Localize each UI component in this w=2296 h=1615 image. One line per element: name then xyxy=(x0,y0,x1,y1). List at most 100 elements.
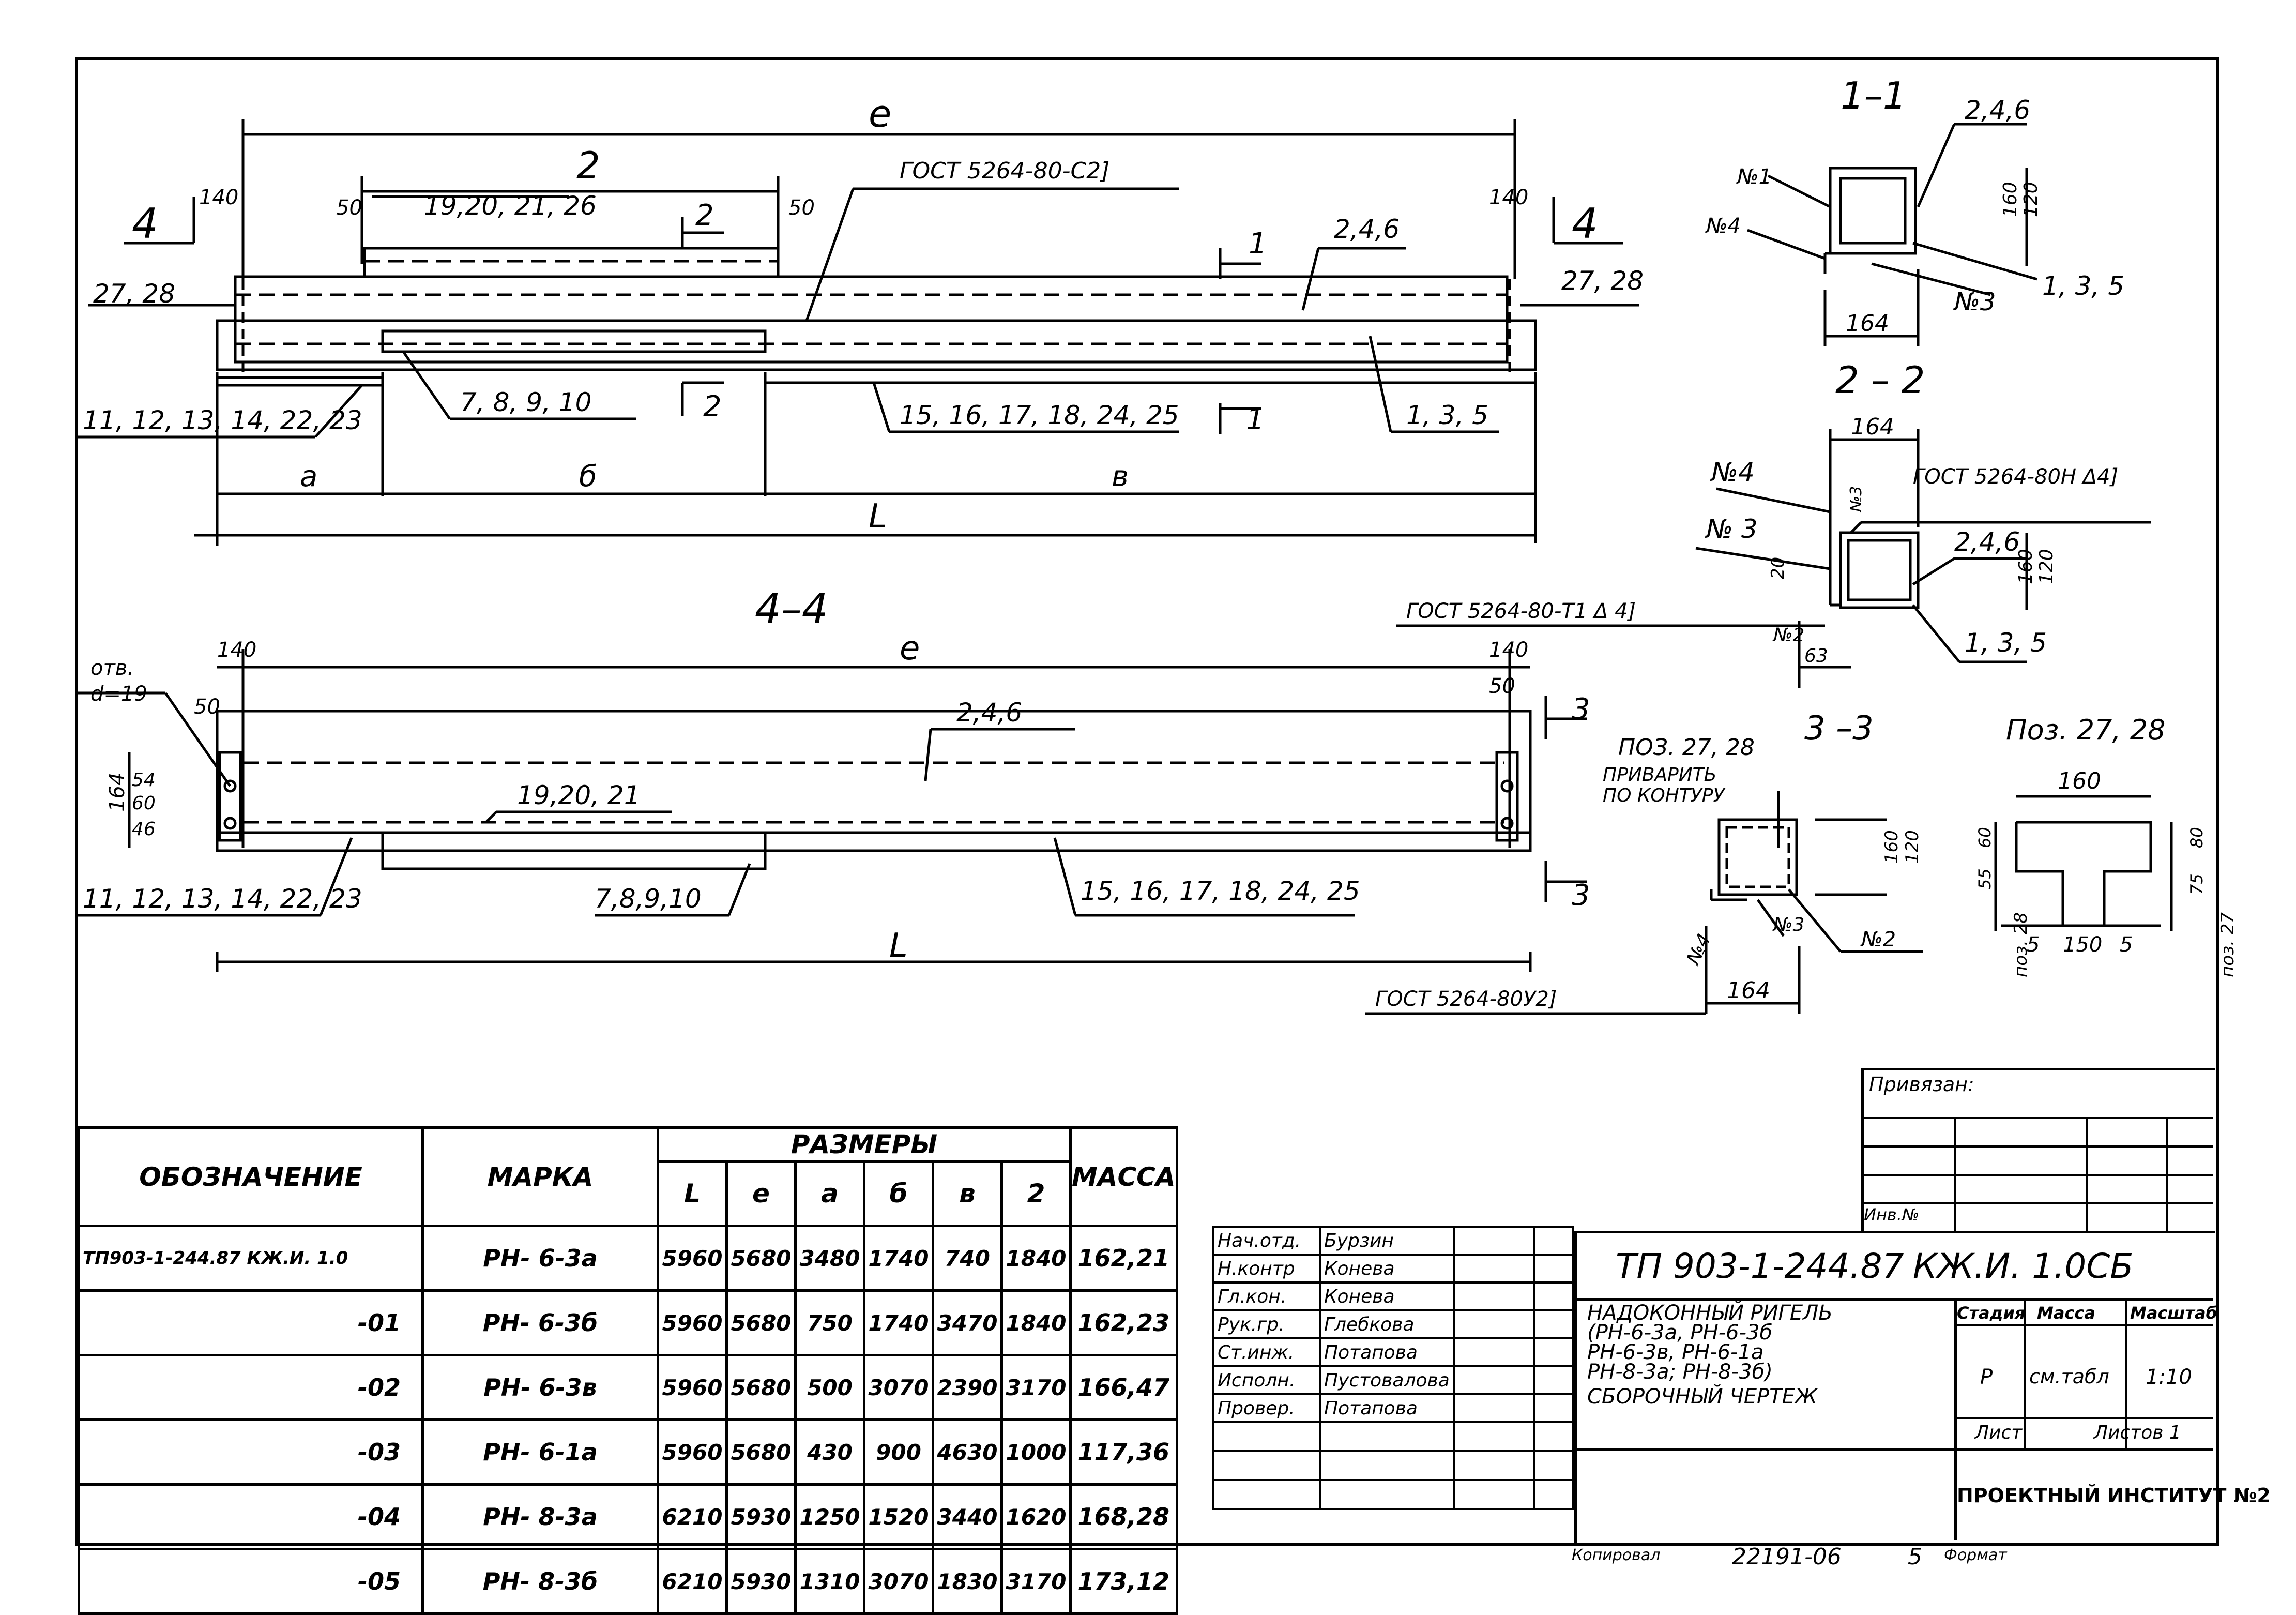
drawing-label: d=19 xyxy=(90,682,147,706)
row-v: 1830 xyxy=(932,1548,1003,1615)
drawing-label: 60 xyxy=(132,793,156,814)
signer-role: Исполн. xyxy=(1212,1365,1321,1395)
drawing-label: 7, 8, 9, 10 xyxy=(460,387,591,417)
head-size-g: 2 xyxy=(1000,1160,1072,1227)
row-b: 900 xyxy=(863,1418,934,1486)
drawing-label: 75 xyxy=(2187,873,2207,895)
row-b: 3070 xyxy=(863,1354,934,1421)
drawing-label: 120 xyxy=(1902,830,1923,864)
drawing-label: ПОЗ. 27, 28 xyxy=(1618,734,1755,761)
row-v: 2390 xyxy=(932,1354,1003,1421)
beam-44 xyxy=(216,710,1532,852)
drawing-label: 160 xyxy=(2000,182,2021,217)
drawing-label: 46 xyxy=(132,819,156,840)
row-g: 3170 xyxy=(1000,1354,1072,1421)
drawing-label: L xyxy=(889,927,908,965)
drawing-label: №4 xyxy=(1682,930,1715,969)
dim-label-e: e xyxy=(869,92,891,135)
row-b: 1520 xyxy=(863,1483,934,1550)
pos-27-28-title: Поз. 27, 28 xyxy=(2006,714,2165,746)
row-L: 5960 xyxy=(657,1225,728,1292)
row-a: 1250 xyxy=(794,1483,865,1550)
row-e: 5680 xyxy=(725,1289,797,1356)
mass-value: см.табл xyxy=(2029,1365,2109,1388)
row-mark: РН- 8-3б xyxy=(421,1548,659,1615)
row-e: 5930 xyxy=(725,1548,797,1615)
signature xyxy=(1452,1254,1535,1284)
plate-27-28 xyxy=(2015,821,2152,927)
drawing-label: 5 xyxy=(2027,933,2040,957)
footer-number: 22191-06 xyxy=(1732,1544,1842,1570)
beam-lower xyxy=(216,319,1537,371)
row-L: 6210 xyxy=(657,1548,728,1615)
description-line: СБОРОЧНЫЙ ЧЕРТЕЖ xyxy=(1587,1385,1817,1409)
head-mass: МАССА xyxy=(1069,1126,1178,1227)
row-mass: 168,28 xyxy=(1069,1483,1178,1550)
drawing-label: 27, 28 xyxy=(1561,266,1644,296)
drawing-label: 2,4,6 xyxy=(1965,95,2030,125)
drawing-label: отв. xyxy=(90,656,134,680)
section-11-box xyxy=(1829,167,1917,255)
signer-row: Провер.Потапова xyxy=(1212,1393,1575,1423)
row-a: 430 xyxy=(794,1418,865,1486)
section-22-box xyxy=(1839,531,1920,609)
drawing-label: №3 xyxy=(1847,486,1865,513)
inv-label: Инв.№ xyxy=(1864,1205,1920,1225)
drawing-label: №3 xyxy=(1772,914,1804,935)
drawing-label: 50 xyxy=(1489,674,1515,698)
signer-role: Ст.инж. xyxy=(1212,1337,1321,1367)
signature xyxy=(1452,1226,1535,1256)
table-row: -05 РН- 8-3б 6210 5930 1310 3070 1830 31… xyxy=(78,1548,1178,1615)
signer-name: Потапова xyxy=(1319,1337,1455,1367)
drawing-label: e xyxy=(900,629,920,668)
row-mass: 162,23 xyxy=(1069,1289,1178,1356)
footer-copied: Копировал xyxy=(1572,1546,1661,1564)
signer-name: Конева xyxy=(1319,1254,1455,1284)
drawing-label: 1 xyxy=(1246,403,1265,436)
spec-table: ОБОЗНАЧЕНИЕ МАРКА РАЗМЕРЫ МАССА L e a б … xyxy=(78,1126,1178,1615)
drawing-label: 50 xyxy=(788,196,815,220)
head-sizes: РАЗМЕРЫ xyxy=(657,1126,1072,1163)
sheet-label: Лист xyxy=(1975,1422,2023,1443)
organization: ПРОЕКТНЫЙ ИНСТИТУТ №2 xyxy=(1957,1484,2271,1507)
row-mark: РН- 6-3а xyxy=(421,1225,659,1292)
drawing-label: 11, 12, 13, 14, 22, 23 xyxy=(83,405,362,435)
description-line: РН-6-3в, РН-6-1а xyxy=(1587,1340,1764,1364)
drawing-label: 164 xyxy=(105,773,129,812)
drawing-label: 140 xyxy=(1489,638,1528,662)
table-row: ТП903-1-244.87 КЖ.И. 1.0 РН- 6-3а 5960 5… xyxy=(78,1225,1178,1292)
drawing-label: 140 xyxy=(217,638,256,662)
drawing-label: 55 xyxy=(1975,868,1995,889)
description-line: РН-8-3а; РН-8-3б) xyxy=(1587,1360,1773,1384)
drawing-label: ГОСТ 5264-80Н Δ4] xyxy=(1913,465,2118,489)
head-size-L: L xyxy=(657,1160,728,1227)
drawing-label: 160 xyxy=(1881,830,1902,864)
drawing-label: поз. 28 xyxy=(2011,912,2031,977)
drawing-label: 80 xyxy=(2187,827,2207,848)
row-g: 1840 xyxy=(1000,1225,1072,1292)
drawing-label: 140 xyxy=(199,186,238,209)
signer-role: Провер. xyxy=(1212,1393,1321,1423)
stage-value: Р xyxy=(1980,1365,1993,1389)
signer-row: Исполн.Пустовалова xyxy=(1212,1365,1575,1395)
drawing-label: №3 xyxy=(1953,288,1996,316)
footer-page: 5 xyxy=(1908,1544,1922,1570)
signer-row: Нач.отд.Бурзин xyxy=(1212,1226,1575,1256)
drawing-label: №4 xyxy=(1705,214,1741,238)
row-v: 4630 xyxy=(932,1418,1003,1486)
drawing-label: 1, 3, 5 xyxy=(1965,628,2047,658)
drawing-label: 140 xyxy=(1489,186,1528,209)
row-v: 3470 xyxy=(932,1289,1003,1356)
drawing-label: 150 xyxy=(2063,933,2102,957)
row-g: 1000 xyxy=(1000,1418,1072,1486)
drawing-label: ГОСТ 5264-80У2] xyxy=(1375,987,1557,1011)
drawing-label: поз. 27 xyxy=(2217,912,2238,977)
doc-code: ТП 903-1-244.87 xyxy=(1616,1246,1904,1286)
col-scale: Масштаб xyxy=(2130,1303,2217,1323)
title-block xyxy=(1574,1231,2215,1543)
drawing-label: L xyxy=(869,497,887,536)
row-e: 5930 xyxy=(725,1483,797,1550)
row-designation: -05 xyxy=(78,1548,424,1615)
signer-name: Глебкова xyxy=(1319,1309,1455,1339)
signer-role: Гл.кон. xyxy=(1212,1281,1321,1311)
